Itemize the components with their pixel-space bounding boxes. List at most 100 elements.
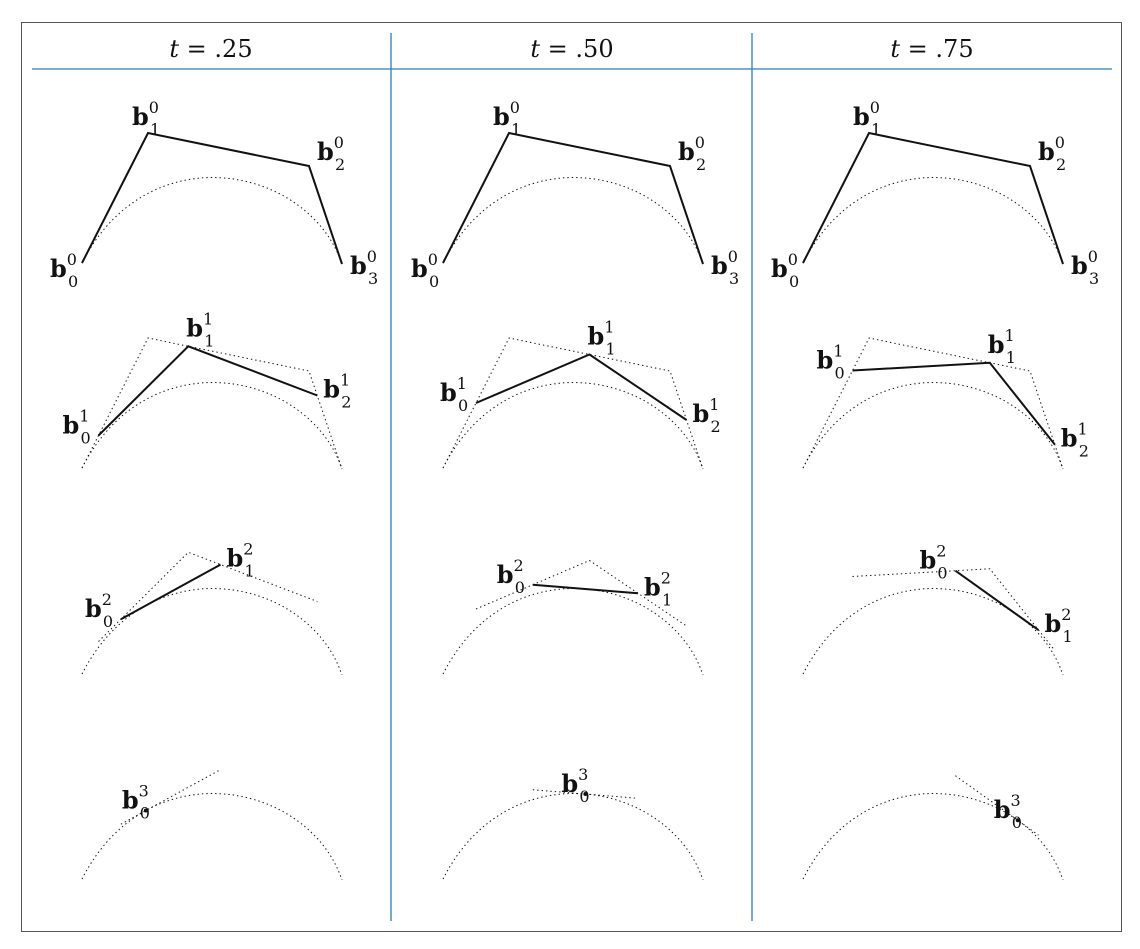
- label-base: b: [919, 546, 936, 575]
- label-superscript: 1: [1005, 326, 1015, 345]
- label-subscript: 1: [204, 331, 214, 350]
- header-variable: t: [169, 35, 179, 63]
- label-superscript: 1: [203, 309, 213, 328]
- label-subscript: 0: [68, 272, 78, 291]
- header-equals: =: [179, 35, 214, 63]
- label-base: b: [693, 399, 710, 428]
- column-header: t = .50: [530, 35, 613, 63]
- label-subscript: 3: [1089, 269, 1099, 288]
- bezier-curve: [802, 587, 1064, 676]
- curve-point: [143, 808, 148, 813]
- label-subscript: 0: [140, 804, 150, 823]
- label-superscript: 0: [149, 98, 159, 117]
- label-subscript: 2: [1056, 155, 1066, 174]
- header-equals: =: [540, 35, 575, 63]
- label-subscript: 1: [1006, 348, 1016, 367]
- control-polygon: [802, 131, 1064, 265]
- label-subscript: 0: [1012, 813, 1022, 832]
- label-base: b: [1045, 609, 1062, 638]
- label-superscript: 0: [334, 133, 344, 152]
- label-base: b: [85, 594, 102, 623]
- label-superscript: 2: [936, 542, 946, 561]
- label-base: b: [771, 254, 788, 283]
- header-text: t = .75: [890, 35, 973, 63]
- label-superscript: 0: [67, 250, 77, 269]
- label-subscript: 1: [244, 562, 254, 581]
- label-base: b: [1061, 424, 1078, 453]
- label-subscript: 1: [1062, 627, 1072, 646]
- bezier-curve: [81, 792, 343, 881]
- label-subscript: 1: [605, 340, 615, 359]
- control-polygon: [475, 353, 688, 421]
- bezier-curve: [81, 587, 343, 676]
- label-base: b: [588, 322, 605, 351]
- label-subscript: 2: [1079, 442, 1089, 461]
- label-base: b: [440, 378, 457, 407]
- label-subscript: 0: [80, 429, 90, 448]
- header-value: .50: [575, 35, 613, 63]
- label-base: b: [497, 560, 514, 589]
- label-superscript: 1: [709, 395, 719, 414]
- label-subscript: 1: [150, 120, 160, 139]
- label-superscript: 2: [514, 556, 524, 575]
- label-subscript: 0: [579, 787, 589, 806]
- label-base: b: [988, 330, 1005, 359]
- curve-point: [1015, 818, 1020, 823]
- figure-frame: [21, 22, 1122, 932]
- previous-control-polygon: [852, 568, 1056, 651]
- label-superscript: 0: [510, 98, 520, 117]
- label-superscript: 1: [833, 342, 843, 361]
- label-base: b: [411, 254, 428, 283]
- label-subscript: 0: [937, 564, 947, 583]
- bezier-curve: [442, 176, 704, 265]
- label-subscript: 2: [710, 417, 720, 436]
- label-base: b: [853, 102, 870, 131]
- label-subscript: 1: [511, 120, 521, 139]
- header-text: t = .25: [169, 35, 252, 63]
- header-variable: t: [890, 35, 900, 63]
- label-base: b: [122, 786, 139, 815]
- header-variable: t: [530, 35, 540, 63]
- label-subscript: 1: [871, 120, 881, 139]
- bezier-curve: [802, 792, 1064, 881]
- label-subscript: 0: [834, 364, 844, 383]
- label-base: b: [227, 544, 244, 573]
- label-base: b: [1071, 251, 1088, 280]
- label-superscript: 0: [367, 247, 377, 266]
- previous-control-polygon: [120, 769, 221, 825]
- label-base: b: [817, 346, 834, 375]
- bezier-curve: [81, 381, 343, 470]
- label-base: b: [561, 769, 578, 798]
- bezier-curve: [442, 381, 704, 470]
- bezier-curve: [442, 792, 704, 881]
- control-polygon: [81, 131, 343, 265]
- control-polygon: [954, 569, 1040, 631]
- label-subscript: 1: [662, 590, 672, 609]
- header-text: t = .50: [530, 35, 613, 63]
- label-superscript: 1: [457, 374, 467, 393]
- label-subscript: 0: [789, 272, 799, 291]
